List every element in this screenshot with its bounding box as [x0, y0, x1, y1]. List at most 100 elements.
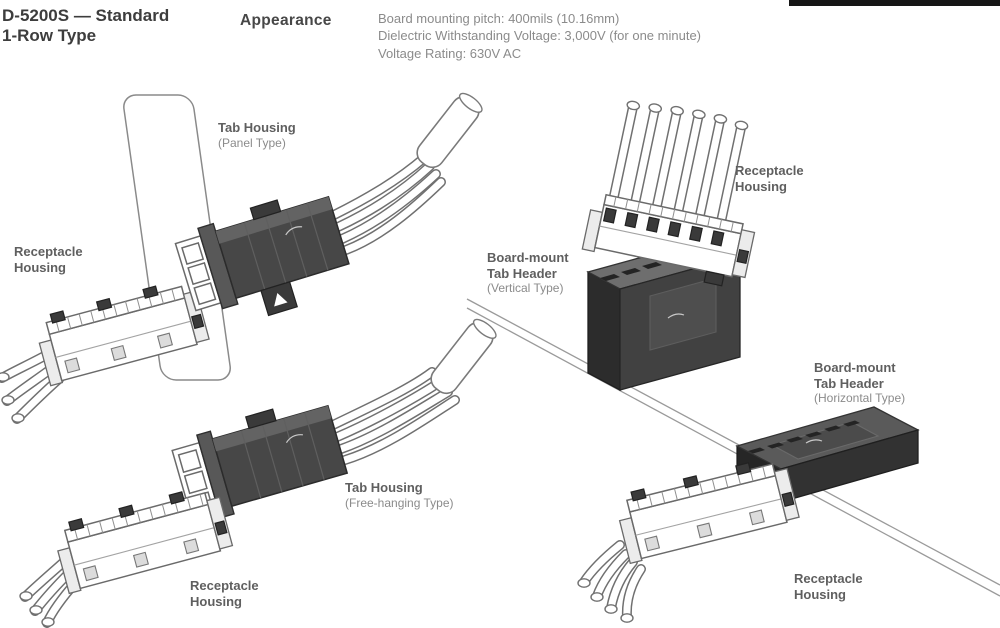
tab-opening: [181, 241, 205, 266]
recessed-panel: [649, 277, 717, 351]
label-line: Housing: [735, 178, 787, 194]
spec-voltage-rating: Voltage Rating: 630V AC: [378, 45, 522, 61]
body-top-strip: [212, 405, 332, 452]
brand-mark: [285, 434, 303, 443]
label-tab-housing-free: Tab Housing (Free-hanging Type): [345, 480, 454, 510]
body-groove: [73, 527, 215, 566]
label-board-mount-vertical: Board-mount Tab Header (Vertical Type): [487, 250, 569, 296]
label-line: Board-mount: [487, 250, 569, 265]
wire-end-cap: [11, 413, 25, 423]
label-line: Receptacle: [735, 163, 804, 178]
page-top-rule: [789, 0, 1000, 6]
label-line: Receptacle: [794, 571, 863, 586]
label-subline: (Panel Type): [218, 135, 286, 150]
wire-end-cap: [41, 617, 55, 627]
wire-end-cap: [734, 120, 749, 131]
rib-lines: [636, 466, 767, 510]
tab-slot: [824, 425, 841, 432]
body-ribs: [240, 412, 325, 499]
board-edge-top: [466, 298, 1000, 586]
contact-window: [696, 522, 713, 539]
label-receptacle-upper-left: Receptacle Housing: [14, 244, 83, 275]
rib-lines: [613, 196, 734, 232]
label-receptacle-upper-right: Receptacle Housing: [735, 163, 804, 194]
label-line: Board-mount: [814, 360, 896, 375]
left-face: [587, 270, 621, 392]
label-line: Tab Housing: [345, 480, 423, 495]
tab-opening: [183, 470, 208, 495]
wire-end-cap: [0, 372, 10, 382]
contact-window: [183, 538, 200, 555]
latch: [95, 297, 113, 312]
receptacle-housing-upper-right: [581, 100, 756, 287]
tab-slot: [621, 268, 641, 275]
top-latch: [249, 199, 282, 221]
contact-window: [82, 565, 99, 582]
spec-withstanding-voltage: Dielectric Withstanding Voltage: 3,000V …: [378, 28, 702, 44]
pcb-board-edges: [466, 298, 1000, 597]
label-line: Tab Header: [487, 265, 557, 281]
receptacle-housing-lower-left: [57, 491, 234, 595]
label-subline: (Vertical Type): [487, 281, 564, 296]
tab-slot: [767, 442, 784, 449]
body-top-strip: [215, 196, 333, 244]
contact-window: [132, 551, 149, 568]
cable-bundle-top: [416, 92, 483, 169]
label-line: Housing: [190, 593, 242, 609]
series-type: 1-Row Type: [2, 26, 97, 46]
wire-end-cap: [604, 604, 618, 614]
contact-slot: [710, 230, 725, 247]
label-board-mount-horizontal: Board-mount Tab Header (Horizontal Type): [814, 360, 905, 406]
end-latch: [781, 491, 795, 507]
tab-slot: [600, 274, 620, 281]
page-title: D-5200S — Standard 1-Row Type: [2, 6, 169, 46]
contact-slot: [624, 211, 639, 229]
rib-lines: [73, 494, 204, 540]
label-line: Receptacle: [14, 244, 83, 259]
wire-end-cap: [713, 114, 728, 124]
contact-slot: [667, 221, 682, 238]
brand-mark: [667, 313, 685, 319]
label-line: Receptacle: [190, 578, 259, 593]
tab-opening: [187, 262, 211, 286]
tab-housing-free-wires: [328, 367, 460, 465]
wire-end-cap: [577, 578, 591, 588]
label-line: Housing: [794, 586, 846, 602]
vertical-wires: [606, 100, 749, 238]
tab-opening: [177, 448, 202, 474]
latch: [735, 462, 752, 476]
contact-slot: [645, 216, 660, 233]
wire-end-cap: [626, 100, 641, 111]
wire-end-cap: [648, 103, 663, 113]
top-rib-strip: [63, 491, 209, 543]
board-mount-tab-header-vertical: [586, 238, 742, 392]
receptacle-lower-right-wires: [577, 540, 646, 623]
tab-housing-panel-wires: [329, 153, 446, 255]
section-heading: Appearance: [240, 12, 332, 29]
tab-slot: [786, 436, 803, 443]
cable-cut-end: [472, 318, 497, 339]
contact-window: [110, 344, 127, 361]
brand-mark: [285, 226, 303, 236]
tab-slot: [642, 262, 662, 269]
latch: [142, 285, 159, 299]
polarity-arrow-icon: [274, 292, 288, 307]
tab-housing-panel-type: [174, 195, 350, 317]
wire-end-cap: [670, 105, 684, 116]
cable-bundle-middle: [430, 318, 497, 395]
wire-end-cap: [590, 592, 604, 602]
body-groove: [635, 498, 782, 536]
label-line: Tab Housing: [218, 120, 296, 135]
label-line: Tab Header: [814, 375, 884, 391]
latch: [118, 504, 135, 519]
contact-window: [156, 332, 173, 349]
label-line: Housing: [14, 259, 66, 275]
spec-list: Board mounting pitch: 400mils (10.16mm) …: [378, 10, 701, 62]
receptacle-housing-upper-left: [38, 285, 210, 387]
series-name: D-5200S — Standard: [2, 6, 170, 25]
wire-end-cap: [19, 591, 33, 601]
latch: [168, 491, 185, 505]
tab-slot: [748, 447, 765, 454]
